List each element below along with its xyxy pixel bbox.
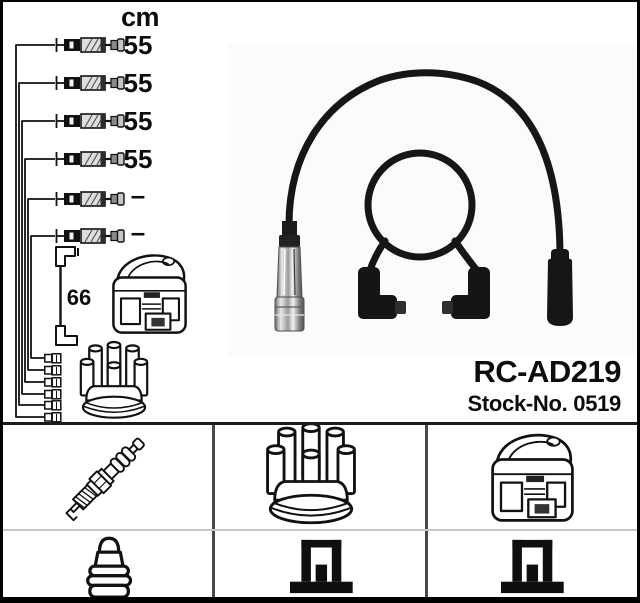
distributor-cap-icon xyxy=(266,422,356,525)
spark-plug-icon xyxy=(59,433,150,523)
distributor-cap-drawing xyxy=(79,340,149,419)
din-terminal-icon xyxy=(501,539,564,594)
coil-wire-length-value: 66 xyxy=(66,285,92,310)
part-number-block: RC-AD219 Stock-No. 0519 xyxy=(467,356,621,415)
mini-connector xyxy=(44,353,62,364)
mini-connector xyxy=(44,400,62,411)
frame-border-bottom xyxy=(0,597,640,603)
cable-length-value: 55 xyxy=(123,144,153,174)
coil-wire-schematic xyxy=(55,246,79,346)
stock-number: Stock-No. 0519 xyxy=(467,391,621,416)
grid-row-divider xyxy=(3,529,637,531)
mini-connector xyxy=(44,389,62,400)
mini-connector xyxy=(44,365,62,376)
mini-connector xyxy=(44,377,62,388)
cable-length-value: 55 xyxy=(123,106,153,136)
legend-icons xyxy=(59,422,574,599)
unit-header: cm xyxy=(120,2,160,32)
din-terminal-icon xyxy=(290,539,353,594)
cable-length-value: 55 xyxy=(123,68,153,98)
angle-boot-left xyxy=(358,267,406,319)
ignition-cable-set-photo xyxy=(228,45,640,355)
grid-vertical-divider xyxy=(425,425,428,597)
grid-vertical-divider xyxy=(212,425,215,597)
cable-length-schematic xyxy=(15,36,187,423)
cable-length-value: – xyxy=(130,217,146,247)
cable-length-value: – xyxy=(130,180,146,210)
grid-top-border xyxy=(0,422,640,425)
metal-plug-connector xyxy=(274,221,305,332)
terminal-nut-icon xyxy=(86,536,133,599)
ignition-coil-drawing xyxy=(112,254,187,334)
ignition-coil-icon xyxy=(491,433,574,522)
straight-boot-connector xyxy=(547,249,573,326)
mini-connector xyxy=(44,412,62,423)
part-number: RC-AD219 xyxy=(473,354,621,389)
angle-boot-right xyxy=(442,267,490,319)
coiled-cable xyxy=(364,149,476,261)
long-cable xyxy=(285,69,564,261)
frame-border-right xyxy=(637,0,640,603)
frame-border-left xyxy=(0,0,3,603)
frame-border-top xyxy=(0,0,640,2)
cable-length-value: 55 xyxy=(123,30,153,60)
